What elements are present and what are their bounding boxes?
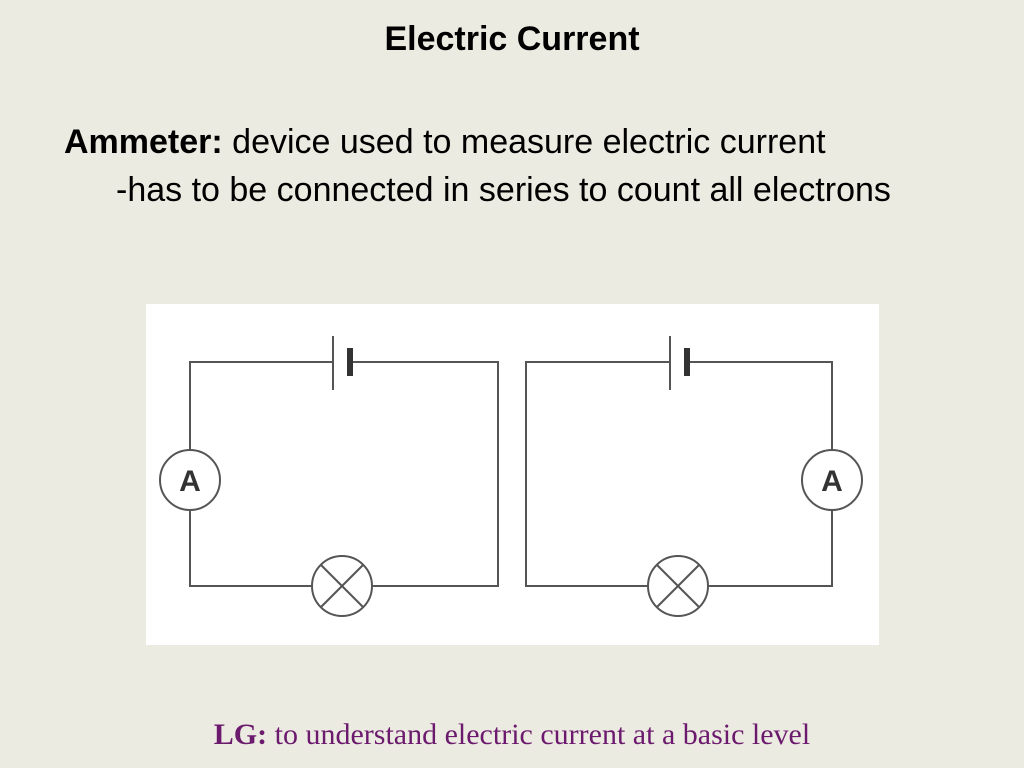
lamp-cross	[656, 564, 700, 608]
learning-goal-text: to understand electric current at a basi…	[267, 718, 811, 751]
lamp	[647, 555, 709, 617]
wire	[351, 361, 499, 587]
circuit-diagram-svg: A A	[159, 336, 863, 617]
ammeter-definition: Ammeter: device used to measure electric…	[64, 118, 984, 214]
wire	[525, 361, 669, 587]
definition-text: device used to measure electric current	[222, 123, 826, 161]
learning-goal: LG: to understand electric current at a …	[0, 718, 1024, 752]
wire	[688, 361, 833, 451]
circuit-ammeter-right	[525, 336, 863, 617]
wire	[189, 361, 332, 451]
wire	[189, 509, 312, 587]
ammeter-circle	[159, 449, 221, 511]
circuit-diagram: A A	[146, 304, 879, 645]
circuit-ammeter-left	[159, 336, 499, 617]
definition-term: Ammeter:	[64, 123, 223, 161]
wire	[708, 509, 833, 587]
ammeter	[159, 449, 221, 511]
lamp	[311, 555, 373, 617]
ammeter-circle	[801, 449, 863, 511]
definition-detail: -has to be connected in series to count …	[116, 171, 891, 209]
ammeter	[801, 449, 863, 511]
slide-title: Electric Current	[384, 20, 640, 58]
learning-goal-label: LG:	[213, 718, 268, 751]
ammeter-label: A	[179, 465, 201, 498]
lamp-cross	[320, 564, 364, 608]
ammeter-label: A	[821, 465, 843, 498]
